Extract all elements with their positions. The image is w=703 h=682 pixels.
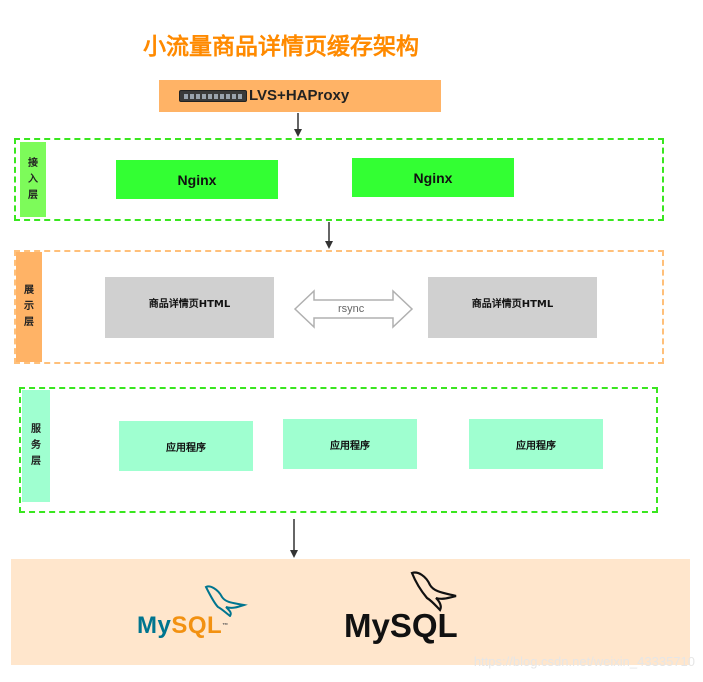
access-layer-frame: [14, 138, 664, 221]
dolphin-icon: [410, 571, 457, 612]
lvs-haproxy-label: LVS+HAProxy: [249, 87, 350, 104]
nginx-node: Nginx: [116, 160, 278, 199]
application-node: 应用程序: [119, 421, 253, 471]
network-switch-icon: [179, 90, 247, 102]
product-detail-html-node: 商品详情页HTML: [105, 277, 274, 338]
watermark-url: https://blog.csdn.net/weixin_43335710: [473, 654, 695, 669]
lvs-haproxy-node: LVS+HAProxy: [159, 80, 441, 112]
dolphin-icon: [204, 585, 248, 617]
service-layer-frame: [19, 387, 658, 513]
rsync-label: rsync: [338, 303, 365, 315]
service-layer-label: 服务层: [22, 390, 50, 502]
mysql-logo-color: MySQL™: [137, 612, 229, 639]
nginx-node: Nginx: [352, 158, 514, 197]
product-detail-html-node: 商品详情页HTML: [428, 277, 597, 338]
application-node: 应用程序: [283, 419, 417, 469]
application-node: 应用程序: [469, 419, 603, 469]
mysql-logo-black: MySQL: [344, 607, 458, 644]
database-tier: [11, 559, 690, 665]
diagram-title: 小流量商品详情页缓存架构: [143, 34, 419, 60]
display-layer-frame: [14, 250, 664, 364]
rsync-double-arrow: [293, 289, 414, 329]
access-layer-label: 接入层: [20, 142, 46, 217]
display-layer-label: 展示层: [16, 252, 42, 362]
